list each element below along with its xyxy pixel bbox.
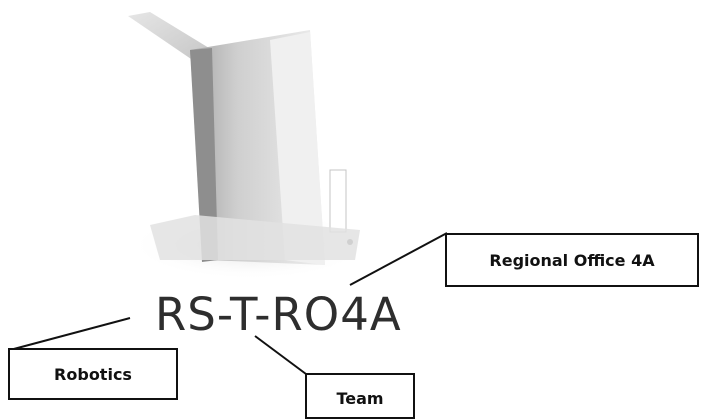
callout-robotics: Robotics xyxy=(8,348,178,400)
product-code-label: RS-T-RO4A xyxy=(155,288,402,341)
callout-team: Team xyxy=(305,373,415,419)
connector-robotics xyxy=(9,317,131,351)
callout-robotics-label: Robotics xyxy=(54,364,132,384)
robot-device-image xyxy=(128,12,370,280)
callout-team-label: Team xyxy=(336,389,384,408)
device-panel xyxy=(270,32,325,265)
device-edge xyxy=(190,48,218,262)
connector-team xyxy=(254,335,307,375)
callout-regional-office: Regional Office 4A xyxy=(445,233,699,287)
device-latch xyxy=(329,169,347,233)
callout-regional-office-label: Regional Office 4A xyxy=(489,250,655,270)
device-base xyxy=(150,215,360,260)
